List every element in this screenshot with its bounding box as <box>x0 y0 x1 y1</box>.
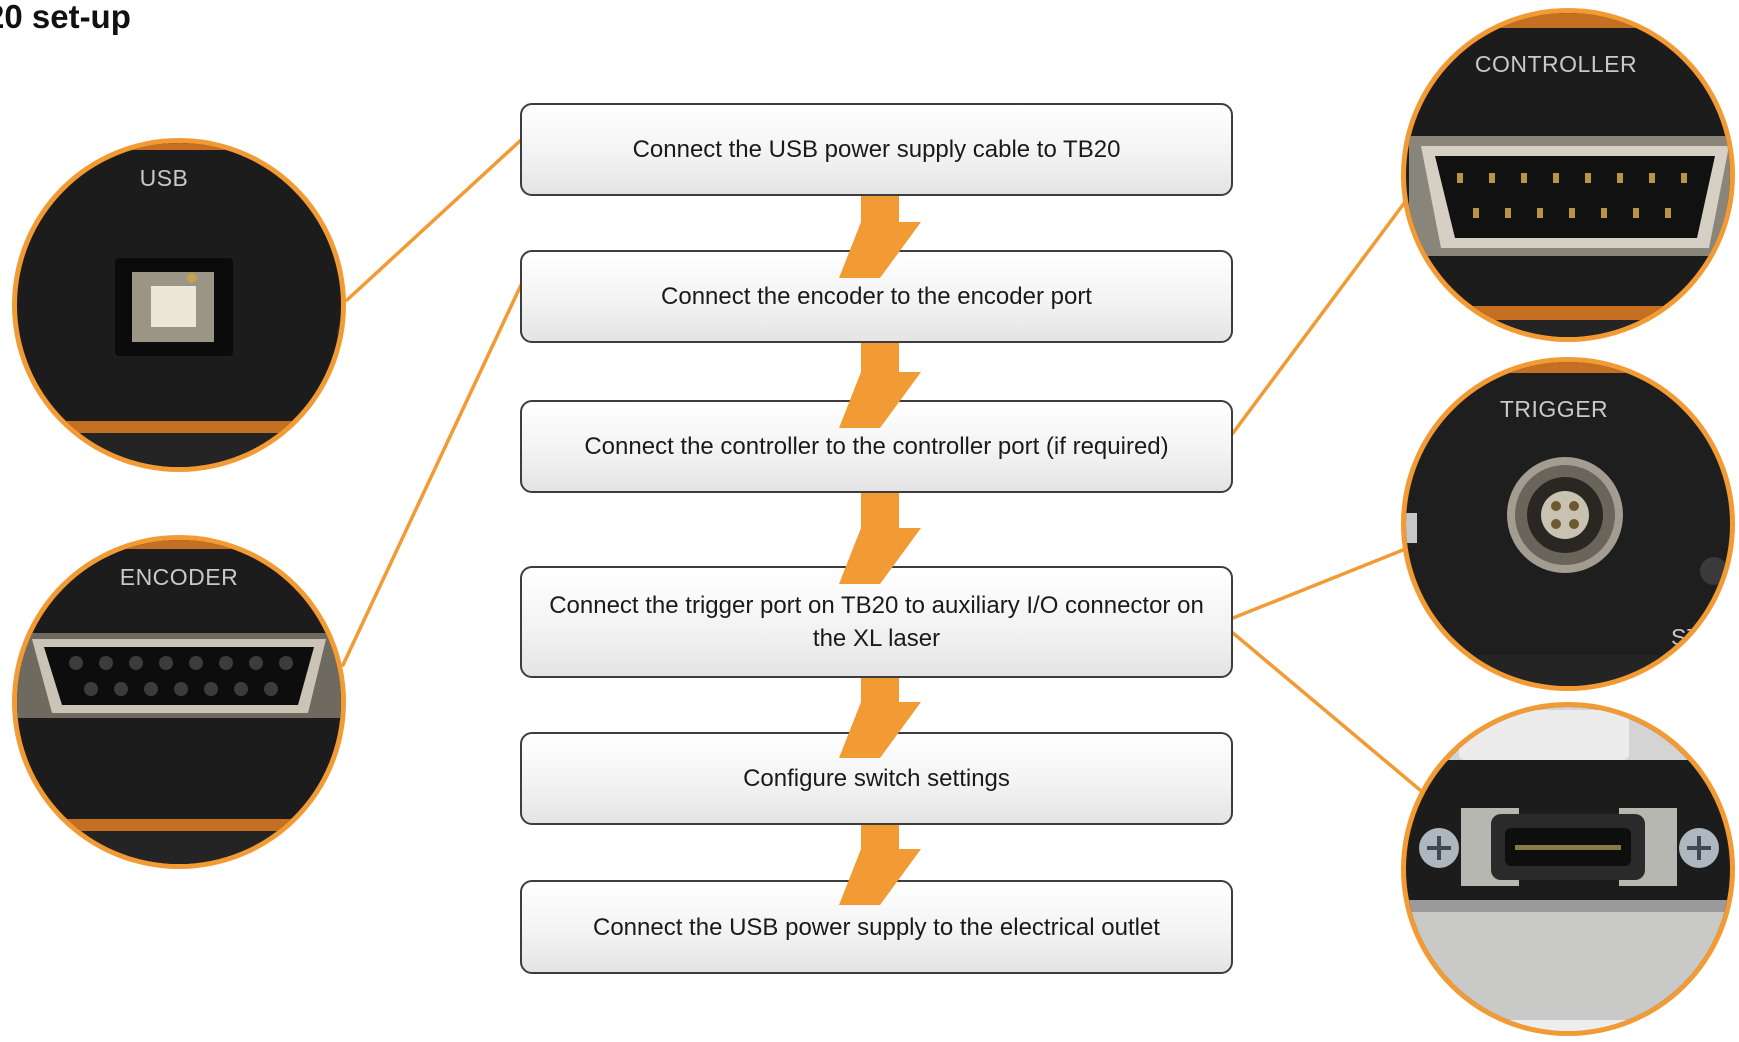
screw-icon <box>1679 828 1719 868</box>
connector-line-trigger <box>1231 546 1410 620</box>
connector-line-encoder <box>341 283 523 667</box>
encoder-port-photo: ENCODER <box>12 535 346 869</box>
usb-port-photo: USB <box>12 138 346 472</box>
page-title: 20 set-up <box>0 0 131 35</box>
usb-port-label: USB <box>140 165 189 191</box>
db15-male-connector-icon <box>1409 136 1730 256</box>
step-box-power-outlet: Connect the USB power supply to the elec… <box>520 880 1233 974</box>
step-box-encoder: Connect the encoder to the encoder port <box>520 250 1233 343</box>
mdr-connector-icon <box>1461 808 1677 886</box>
lemo-connector-icon <box>1507 457 1623 573</box>
db15-female-connector-icon <box>17 633 341 718</box>
connector-line-usb <box>345 138 523 302</box>
step-box-switch-settings: Configure switch settings <box>520 732 1233 825</box>
trigger-port-photo: TRIGGER ST <box>1401 357 1735 691</box>
screw-icon <box>1419 828 1459 868</box>
connector-line-aux <box>1231 631 1422 792</box>
usb-b-connector-icon <box>115 258 233 356</box>
aux-io-port-photo <box>1401 702 1735 1036</box>
encoder-port-label: ENCODER <box>120 564 239 590</box>
trigger-port-label: TRIGGER <box>1500 396 1608 422</box>
step-box-trigger: Connect the trigger port on TB20 to auxi… <box>520 566 1233 678</box>
step-box-usb-cable: Connect the USB power supply cable to TB… <box>520 103 1233 196</box>
step-box-controller: Connect the controller to the controller… <box>520 400 1233 493</box>
controller-port-label: CONTROLLER <box>1475 51 1637 77</box>
controller-port-photo: CONTROLLER <box>1401 8 1735 342</box>
